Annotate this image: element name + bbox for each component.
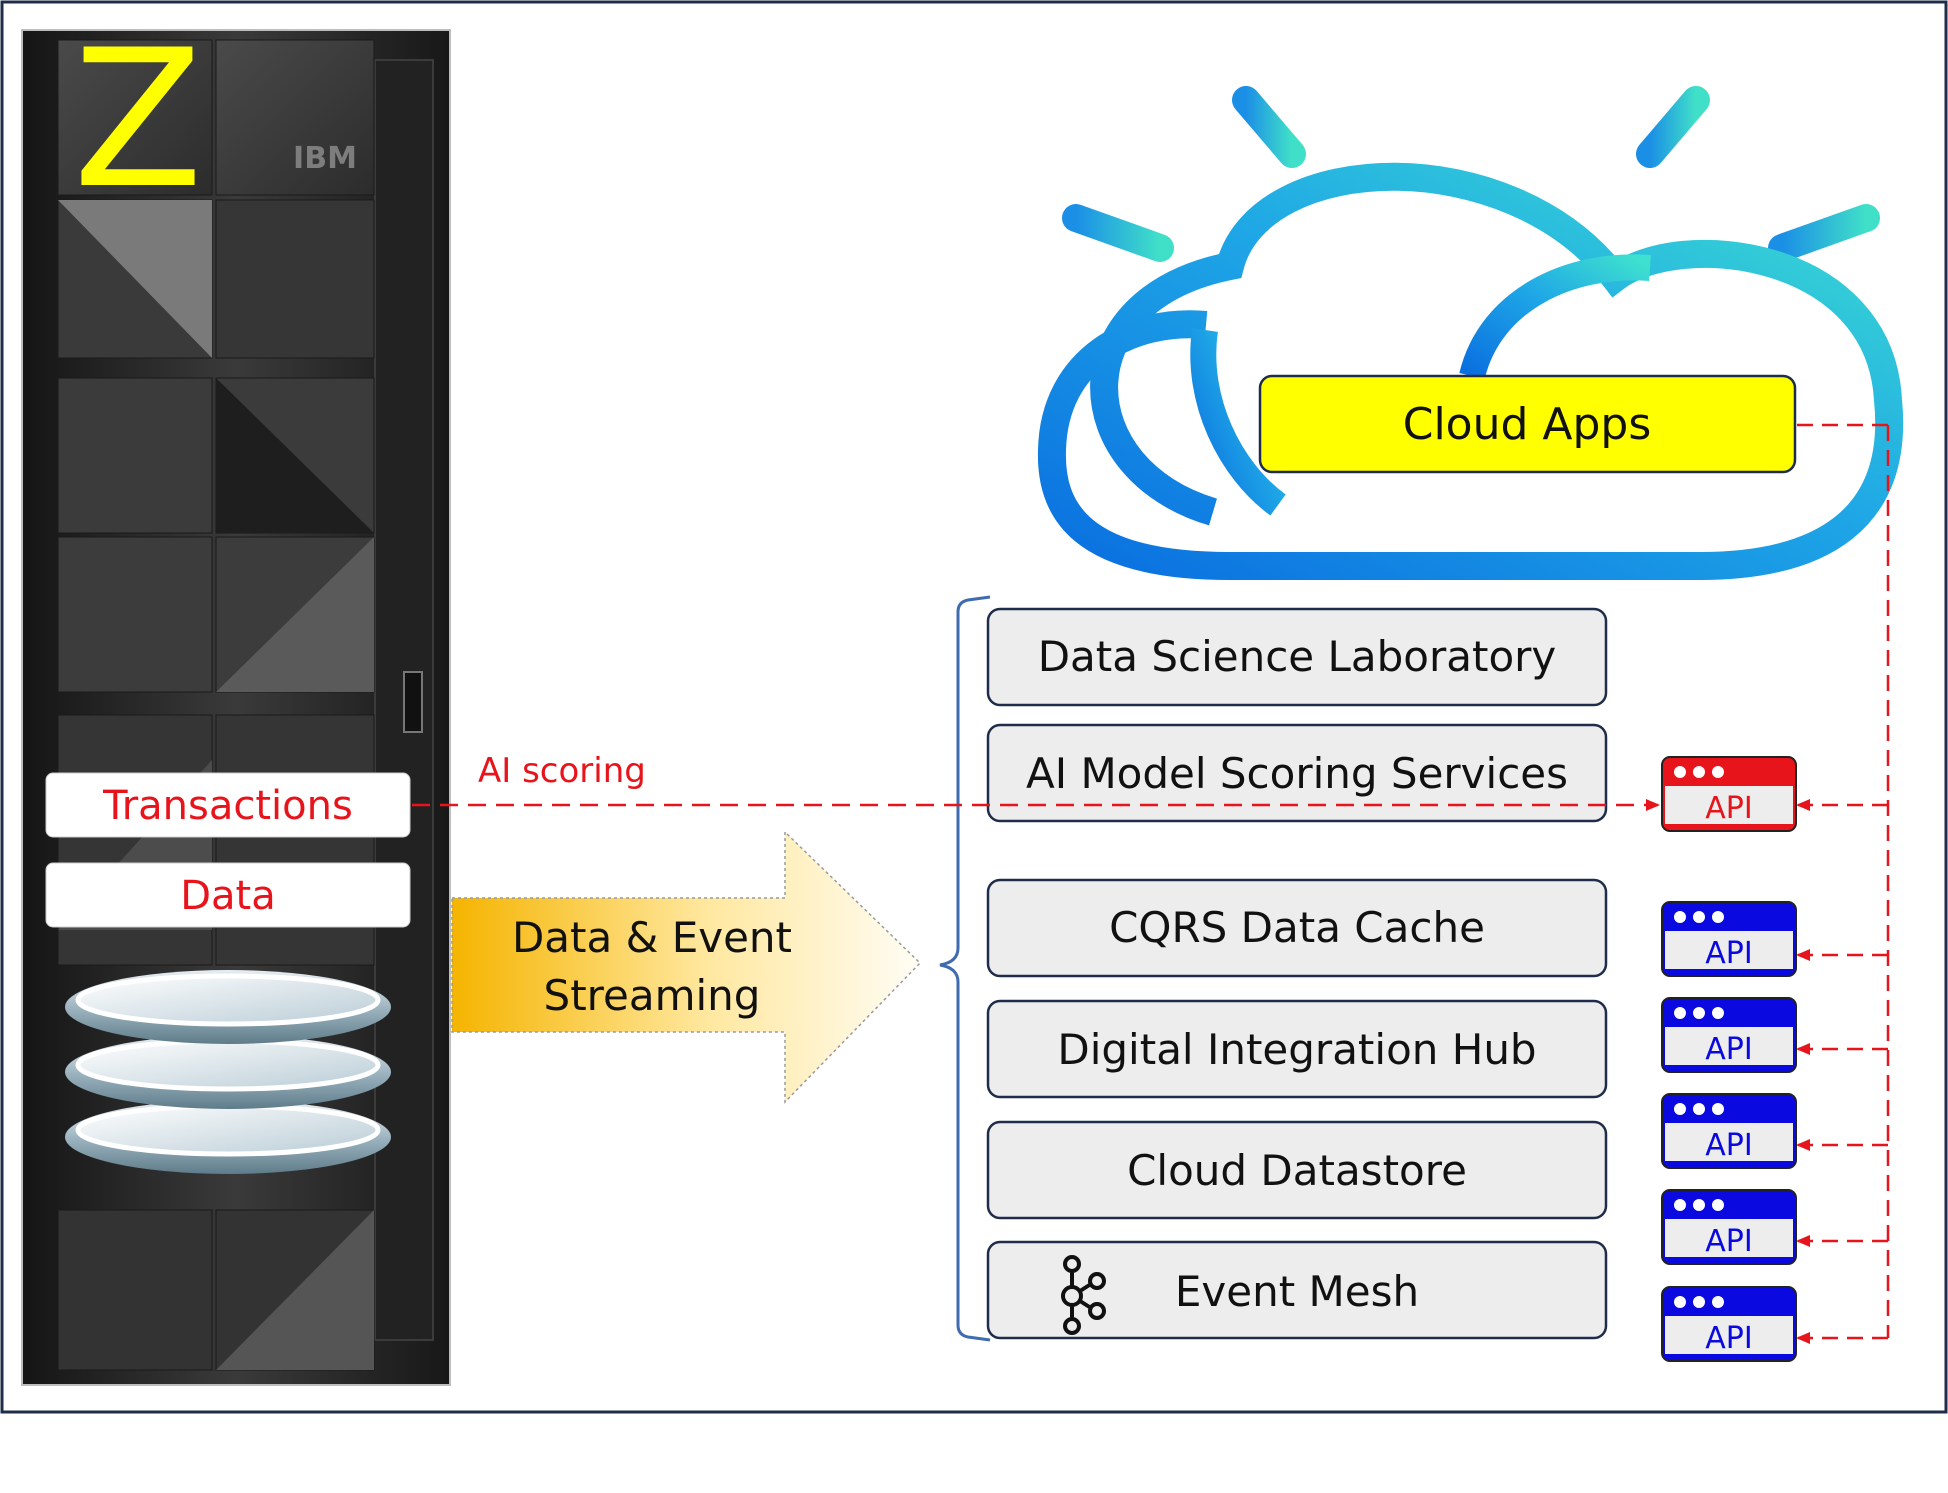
services-brace [939,595,991,1342]
service-event-mesh: Event Mesh [986,1240,1608,1340]
api-badge-blue: API [1661,1189,1797,1265]
api-arrows [1796,799,1888,1344]
transactions-label-box [45,772,411,838]
cloud-apps-label: Cloud Apps [1403,399,1652,450]
service-cqrs-data-cache: CQRS Data Cache [986,878,1608,978]
ibm-brand-text: IBM [293,141,357,176]
database-icon [65,970,391,1174]
api-badge-blue: API [1661,1286,1797,1362]
service-cloud-datastore: Cloud Datastore [986,1120,1608,1220]
service-label: Event Mesh [1175,1267,1419,1316]
service-label: AI Model Scoring Services [1026,749,1568,798]
ibm-cloud-icon [1037,48,1904,580]
ibm-z-mainframe: IBM Z Transactions Data [21,9,451,1386]
kafka-icon [1061,1255,1106,1335]
api-badge-blue: API [1661,997,1797,1073]
service-digital-integration-hub: Digital Integration Hub [986,999,1608,1099]
api-badge-label: API [1705,791,1752,826]
api-badge-label: API [1705,1321,1752,1356]
cloud-apps-box [1258,374,1797,474]
data-label-box [45,862,411,928]
api-badge-blue: API [1661,1093,1797,1169]
api-badge-label: API [1705,1032,1752,1067]
ai-scoring-label: AI scoring [478,751,646,791]
streaming-label-line1: Data & Event [512,913,792,962]
cloud-apps-api-connector [1797,423,1890,1338]
service-label: Data Science Laboratory [1038,632,1557,681]
api-badge-label: API [1705,1128,1752,1163]
api-badge-label: API [1705,1224,1752,1259]
ai-scoring-flow: AI scoring [412,751,1660,811]
service-label: Digital Integration Hub [1057,1025,1536,1074]
service-data-science-laboratory: Data Science Laboratory [986,607,1608,707]
data-event-streaming-arrow: Data & Event Streaming [451,830,922,1104]
data-label: Data [180,873,276,919]
z-logo: Z [73,9,203,230]
streaming-label-line2: Streaming [544,971,761,1020]
api-badge-blue: API [1661,901,1797,977]
service-ai-model-scoring: AI Model Scoring Services [986,723,1608,823]
service-list: Data Science Laboratory AI Model Scoring… [986,607,1608,1340]
transactions-label: Transactions [102,783,353,829]
service-label: Cloud Datastore [1127,1146,1467,1195]
api-badge-label: API [1705,936,1752,971]
mainframe-panels [57,39,375,1371]
service-label: CQRS Data Cache [1109,903,1485,952]
api-badges: API API API API API [1661,756,1797,1362]
api-badge-red: API [1661,756,1797,832]
